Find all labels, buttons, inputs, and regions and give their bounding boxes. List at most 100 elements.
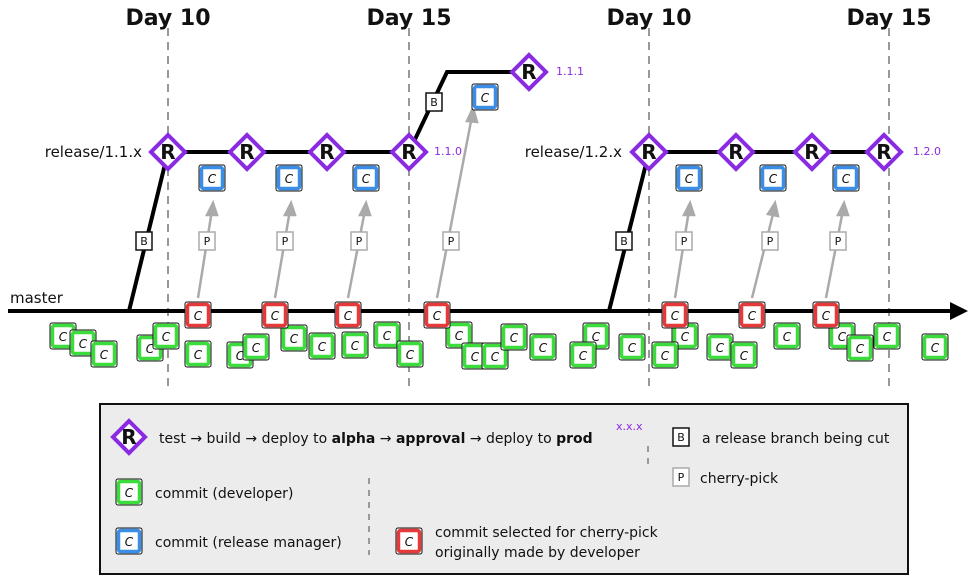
legend-developer-commit-icon: C (115, 478, 143, 506)
commit-glyph: C (208, 172, 217, 186)
legend-prod: prod (556, 431, 593, 447)
release-diamond: R (389, 132, 429, 172)
commit-glyph: C (194, 348, 203, 362)
release-diamond: R (509, 52, 549, 92)
commit-glyph: C (838, 330, 847, 344)
legend-release-manager-commit-icon: C (115, 527, 143, 555)
branch-cut-tag: B (425, 92, 443, 112)
version-label-1-2-0: 1.2.0 (913, 145, 941, 158)
legend-box (99, 403, 909, 575)
commit-glyph: C (842, 172, 851, 186)
developer-commit: C (396, 340, 424, 368)
commit-glyph: C (383, 329, 392, 343)
legend-commit-selected-line-2: originally made by developer (435, 545, 640, 561)
legend-approval: approval (396, 431, 465, 447)
legend-pick-icon: P (672, 467, 690, 487)
commit-glyph: C (716, 341, 725, 355)
developer-commit: C (308, 332, 336, 360)
release-glyph: R (121, 425, 136, 449)
release-diamond: R (716, 132, 756, 172)
legend-release-icon: R (110, 418, 148, 456)
developer-commit: C (90, 340, 118, 368)
release-glyph: R (521, 60, 536, 84)
release-manager-commit: C (675, 164, 703, 192)
release-diamond: R (227, 132, 267, 172)
developer-commit: C (569, 341, 597, 369)
developer-commit: C (500, 323, 528, 351)
tag-glyph: B (140, 235, 148, 248)
commit-glyph: C (883, 330, 892, 344)
commit-glyph: C (100, 348, 109, 362)
commit-glyph: C (271, 309, 280, 323)
commit-glyph: C (681, 330, 690, 344)
release-diamond: R (148, 132, 188, 172)
legend-arrow: → (375, 431, 396, 447)
commit-glyph: C (79, 337, 88, 351)
release-glyph: R (728, 140, 743, 164)
version-label-1-1-1: 1.1.1 (556, 65, 584, 78)
commit-glyph: C (146, 342, 155, 356)
selected-commit: C (261, 301, 289, 329)
release-manager-commit: C (471, 83, 499, 111)
developer-commit: C (618, 333, 646, 361)
tag-glyph: P (835, 235, 842, 248)
commit-glyph: C (471, 350, 480, 364)
commit-glyph: C (856, 342, 865, 356)
commit-glyph: C (125, 535, 134, 549)
selected-commit: C (334, 301, 362, 329)
tag-glyph: P (282, 235, 289, 248)
developer-commit: C (280, 324, 308, 352)
cherry-pick-tag: P (350, 231, 368, 251)
tag-glyph: P (681, 235, 688, 248)
developer-commit: C (706, 333, 734, 361)
release-glyph: R (401, 140, 416, 164)
developer-commit: C (873, 322, 901, 350)
developer-commit: C (184, 340, 212, 368)
commit-glyph: C (931, 341, 940, 355)
legend-branch-cut: a release branch being cut (702, 431, 890, 447)
developer-commit: C (152, 322, 180, 350)
release-manager-commit: C (832, 164, 860, 192)
commit-glyph: C (59, 330, 68, 344)
selected-commit: C (184, 301, 212, 329)
legend-commit-selected-line-1: commit selected for cherry-pick (435, 525, 659, 541)
release-glyph: R (804, 140, 819, 164)
commit-glyph: C (194, 309, 203, 323)
developer-commit: C (373, 321, 401, 349)
cherry-pick-tag: P (829, 231, 847, 251)
legend-pipe-text-1: test → build → deploy to (159, 431, 332, 447)
selected-commit: C (738, 301, 766, 329)
tag-glyph: P (204, 235, 211, 248)
release-glyph: R (641, 140, 656, 164)
day-separators (167, 28, 890, 392)
legend-cherry-pick: cherry-pick (700, 471, 779, 487)
commit-glyph: C (285, 172, 294, 186)
branch-cut-tag: B (615, 231, 633, 251)
selected-commit: C (423, 301, 451, 329)
commit-glyph: C (481, 91, 490, 105)
cherry-pick-tag: P (761, 231, 779, 251)
commit-glyph: C (748, 309, 757, 323)
commit-glyph: C (351, 339, 360, 353)
cherry-pick-arrows (196, 104, 850, 299)
release-diamond: R (864, 132, 904, 172)
release-glyph: R (160, 140, 175, 164)
legend-pipe-text-2: → deploy to (465, 431, 556, 447)
legend-version-super: x.x.x (616, 420, 643, 433)
commit-glyph: C (125, 486, 134, 500)
release-diamond: R (629, 132, 669, 172)
cherry-pick-tag: P (276, 231, 294, 251)
developer-commit: C (445, 321, 473, 349)
commit-glyph: C (592, 330, 601, 344)
version-label-1-1-0: 1.1.0 (434, 145, 462, 158)
release-diamond: R (792, 132, 832, 172)
tag-glyph: P (356, 235, 363, 248)
master-label: master (10, 289, 64, 307)
commit-glyph: C (362, 172, 371, 186)
tag-glyph: B (620, 235, 628, 248)
commit-glyph: C (579, 349, 588, 363)
developer-commit: C (341, 331, 369, 359)
commit-glyph: C (491, 350, 500, 364)
